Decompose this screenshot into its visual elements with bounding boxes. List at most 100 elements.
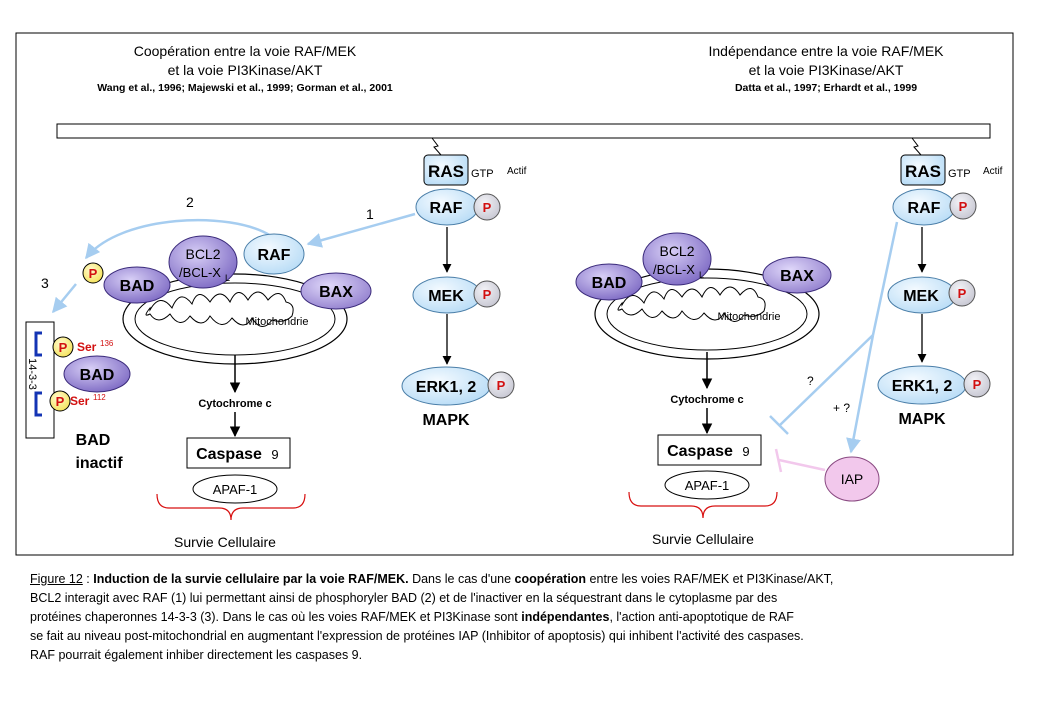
- caption-line-1: Figure 12 : Induction de la survie cellu…: [30, 570, 1020, 589]
- left-1433-bracket-bottom: [34, 391, 42, 417]
- left-cytc-label: Cytochrome c: [198, 398, 271, 410]
- left-bax-node: [300, 272, 372, 310]
- left-bad-inactif-line1: BAD: [76, 432, 111, 449]
- left-gtp-label: GTP: [471, 168, 494, 180]
- right-question-1: ?: [807, 374, 814, 388]
- left-caspase-box: [186, 437, 291, 469]
- left-caspase-num: 9: [271, 447, 278, 462]
- right-raf-iap-arrow: [846, 334, 875, 454]
- left-ser112-sup: 112: [93, 393, 106, 402]
- left-raf-p-label: P: [483, 200, 492, 215]
- left-mek-p-label: P: [483, 287, 492, 302]
- left-arrow-2: [85, 218, 272, 260]
- caption-l1a: Dans le cas d'une: [408, 572, 515, 586]
- left-ser112-phospho: [49, 390, 71, 412]
- left-ser112-p-label: P: [56, 394, 65, 409]
- left-raf-mito-label: RAF: [258, 247, 291, 264]
- left-1433-label: 14-3-3: [26, 358, 38, 390]
- right-title-line1: Indépendance entre la voie RAF/MEK: [708, 43, 944, 59]
- left-ser136-label: Ser: [77, 340, 97, 354]
- right-caspase-num: 9: [742, 444, 749, 459]
- left-arrow-1: [306, 212, 416, 248]
- left-bad-p-label: P: [89, 266, 98, 281]
- right-erk-label: ERK1, 2: [892, 378, 953, 395]
- right-title-line2: et la voie PI3Kinase/AKT: [749, 62, 904, 78]
- right-survie-brace: [628, 491, 778, 519]
- caption-l3c: , l'action anti-apoptotique de RAF: [609, 610, 794, 624]
- right-iap-label: IAP: [841, 471, 864, 487]
- left-1433-box: [25, 321, 55, 439]
- left-mito-label: Mitochondrie: [246, 316, 309, 328]
- caption-title: Induction de la survie cellulaire par la…: [93, 572, 409, 586]
- right-bax-node: [762, 256, 832, 294]
- left-ser136-phospho: [52, 336, 74, 358]
- right-caspase-box: [657, 434, 762, 466]
- caption-colon: :: [82, 572, 94, 586]
- right-bad-node: [575, 263, 643, 301]
- left-actif-label: Actif: [507, 166, 527, 177]
- right-caspase-label: Caspase: [667, 443, 733, 460]
- left-mek-label: MEK: [428, 288, 464, 305]
- right-cytc-label: Cytochrome c: [670, 394, 743, 406]
- left-title-line1: Coopération entre la voie RAF/MEK: [134, 43, 357, 59]
- right-iap-node: [824, 456, 880, 502]
- right-mek-label: MEK: [903, 288, 939, 305]
- left-erk-label: ERK1, 2: [416, 379, 477, 396]
- left-bad-phospho: [82, 262, 104, 284]
- right-bcl2-node: [642, 232, 712, 286]
- left-mek-phospho: [473, 280, 501, 308]
- right-bax-label: BAX: [780, 268, 814, 285]
- left-title-line2: et la voie PI3Kinase/AKT: [168, 62, 323, 78]
- left-step-3: 3: [41, 275, 49, 291]
- right-raf-p-label: P: [959, 199, 968, 214]
- left-survie-brace: [156, 493, 306, 521]
- figure-caption: Figure 12 : Induction de la survie cellu…: [30, 570, 1020, 665]
- right-mapk-label: MAPK: [898, 411, 946, 428]
- right-cristae: [617, 286, 766, 322]
- caption-l3a: protéines chaperonnes 14-3-3 (3). Dans l…: [30, 610, 522, 624]
- left-bad-sequestered-node: [63, 355, 131, 393]
- left-activation-bolt-icon: [431, 137, 442, 156]
- caption-line-4: se fait au niveau post-mitochondrial en …: [30, 629, 804, 643]
- left-caspase-label: Caspase: [196, 446, 262, 463]
- right-erk-phospho: [963, 370, 991, 398]
- caption-line-5: RAF pourrait également inhiber directeme…: [30, 648, 363, 662]
- right-question-2: + ?: [833, 401, 850, 415]
- left-bclx-sub: L: [225, 273, 230, 283]
- left-mapk-label: MAPK: [422, 412, 470, 429]
- left-erk-phospho: [487, 371, 515, 399]
- right-iap-inhibit-line: [778, 458, 826, 472]
- left-step-1: 1: [366, 206, 374, 222]
- left-ras-label: RAS: [428, 162, 464, 181]
- left-arrow-3: [52, 283, 77, 314]
- right-mito-label: Mitochondrie: [718, 311, 781, 323]
- left-bax-label: BAX: [319, 284, 353, 301]
- right-erk-p-label: P: [973, 377, 982, 392]
- left-bcl2-node: [168, 235, 238, 289]
- left-bcl2-label: BCL2: [185, 246, 220, 262]
- right-apaf-node: [664, 470, 750, 500]
- caption-independantes: indépendantes: [521, 610, 610, 624]
- right-bcl2-label: BCL2: [659, 243, 694, 259]
- left-bad-sequestered-label: BAD: [80, 367, 115, 384]
- left-1433-bracket-top: [34, 331, 42, 357]
- left-ras-box: [423, 154, 469, 186]
- left-bclx-label: /BCL-X: [179, 265, 221, 280]
- right-survie-label: Survie Cellulaire: [652, 531, 754, 547]
- right-apaf-label: APAF-1: [685, 478, 730, 493]
- left-survie-label: Survie Cellulaire: [174, 534, 276, 550]
- caption-figure-label: Figure 12: [30, 572, 83, 586]
- right-raf-caspase-inhibit: [779, 334, 874, 426]
- caption-line-2: BCL2 interagit avec RAF (1) lui permetta…: [30, 591, 778, 605]
- left-raf-mito-node: [243, 233, 305, 275]
- right-references: Datta et al., 1997; Erhardt et al., 1999: [735, 82, 917, 94]
- caption-line-3: protéines chaperonnes 14-3-3 (3). Dans l…: [30, 608, 1020, 627]
- right-gtp-label: GTP: [948, 168, 971, 180]
- left-apaf-label: APAF-1: [213, 482, 258, 497]
- left-ser112-label: Ser: [70, 394, 90, 408]
- left-step-2: 2: [186, 194, 194, 210]
- left-ser136-p-label: P: [59, 340, 68, 355]
- right-actif-label: Actif: [983, 166, 1003, 177]
- right-ras-box: [900, 154, 946, 186]
